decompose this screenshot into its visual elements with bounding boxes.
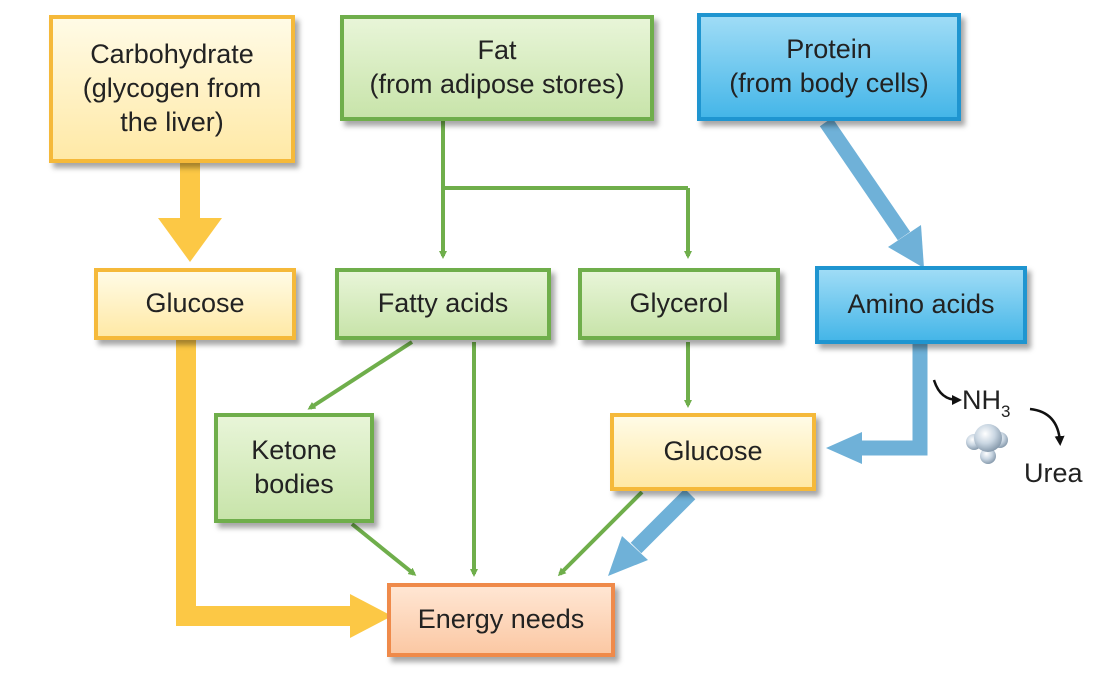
ammonia-label: NH3 [962,385,1010,421]
arrow-glucose-right-to-energy-blue [608,488,696,576]
protein-label-line1: Protein [786,34,872,65]
protein-box: Protein (from body cells) [697,13,961,121]
fat-label-line2: (from adipose stores) [369,69,625,99]
arrow-amino-to-ammonia [932,379,962,405]
energy-needs-box: Energy needs [387,583,615,657]
energy-needs-label: Energy needs [417,604,585,635]
glucose-left-box: Glucose [94,268,296,340]
arrow-fatty-acids-to-ketone [307,340,414,410]
ammonia-subscript: 3 [1001,402,1011,421]
glucose-left-label: Glucose [145,288,245,319]
ammonia-main-text: NH [962,385,1001,415]
ketone-label-line1: Ketone [251,435,337,466]
urea-text: Urea [1024,458,1083,488]
arrow-glucose-to-energy [176,340,392,638]
arrow-glucose-right-to-energy-green [557,490,644,577]
molecule-icon [966,424,1008,464]
glucose-right-label: Glucose [663,436,763,467]
carbohydrate-label-line1: Carbohydrate [90,39,254,70]
urea-label: Urea [1024,458,1083,489]
arrow-amino-acids-to-glucose [826,344,928,464]
glucose-right-box: Glucose [610,413,816,491]
fatty-acids-box: Fatty acids [335,268,551,340]
carbohydrate-label-line3: the liver) [120,106,224,137]
fatty-acids-label: Fatty acids [377,288,509,319]
fat-label-line1: Fat [477,35,517,66]
amino-acids-label: Amino acids [847,289,995,320]
fat-box: Fat (from adipose stores) [340,15,654,121]
ketone-bodies-box: Ketone bodies [214,413,374,523]
arrow-fat-to-fatty-acids-and-glycerol [439,120,692,259]
glycerol-label: Glycerol [629,288,729,319]
amino-acids-box: Amino acids [815,266,1027,344]
arrow-ammonia-to-urea [1029,407,1065,446]
arrow-carbohydrate-to-glucose [158,162,222,262]
protein-label-line2: (from body cells) [729,68,929,98]
carbohydrate-box: Carbohydrate (glycogen from the liver) [49,15,295,163]
ketone-label-line2: bodies [254,469,334,499]
arrow-ketone-to-energy [350,522,417,576]
arrow-protein-to-amino-acids [819,117,924,268]
glycerol-box: Glycerol [578,268,780,340]
carbohydrate-label-line2: (glycogen from [82,73,262,104]
